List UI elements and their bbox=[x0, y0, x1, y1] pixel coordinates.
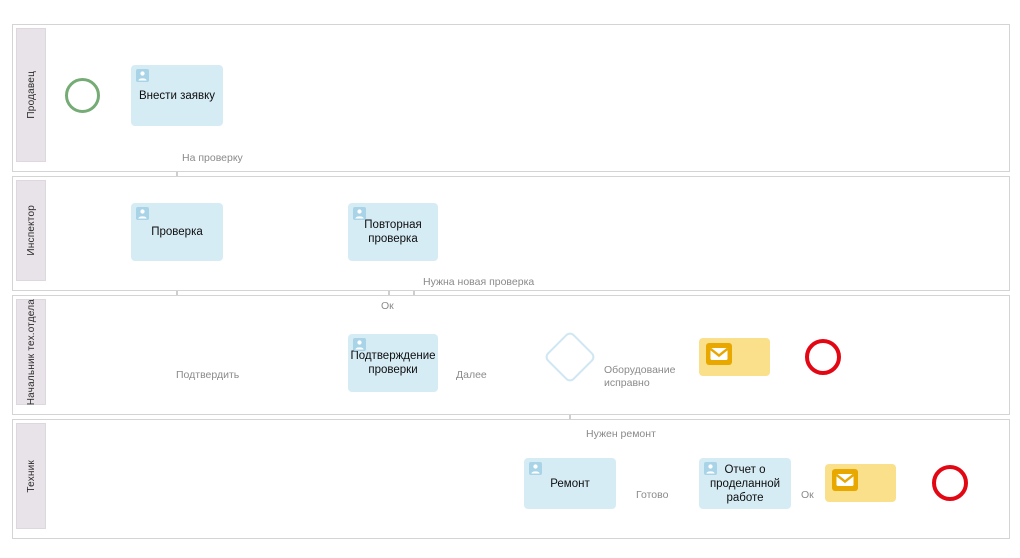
message-task-top[interactable] bbox=[699, 338, 770, 376]
user-icon bbox=[353, 207, 366, 220]
lane-label-tehnik: Техник bbox=[25, 459, 37, 493]
envelope-icon bbox=[706, 343, 732, 365]
edge-label-nuzhna-novaya-proverka: Нужна новая проверка bbox=[423, 276, 535, 288]
task-label: Ремонт bbox=[550, 477, 590, 490]
user-icon bbox=[136, 207, 149, 220]
user-icon bbox=[529, 462, 542, 475]
edge-label-na-proverku: На проверку bbox=[182, 152, 243, 164]
task-label: Проверка bbox=[151, 226, 203, 238]
task-proverka[interactable]: Проверка bbox=[131, 203, 223, 261]
task-podtverzhdenie-proverki[interactable]: Подтверждение проверки bbox=[348, 334, 438, 392]
end-event-top[interactable] bbox=[805, 339, 841, 375]
task-otchet-o-prodelannoj-rabote[interactable]: Отчет о проделанной работе bbox=[699, 458, 791, 509]
envelope-icon bbox=[832, 469, 858, 491]
edge-label-oborudovanie-ispravno: Оборудование исправно bbox=[604, 364, 676, 389]
edge-label-nuzhen-remont: Нужен ремонт bbox=[586, 428, 656, 440]
message-task-bottom[interactable] bbox=[825, 464, 896, 502]
user-icon bbox=[353, 338, 366, 351]
start-event[interactable] bbox=[65, 78, 100, 113]
lane-header-prodavec: Продавец bbox=[16, 28, 46, 162]
task-remont[interactable]: Ремонт bbox=[524, 458, 616, 509]
task-vnesti-zayavku[interactable]: Внести заявку bbox=[131, 65, 223, 126]
task-label: Подтверждение проверки bbox=[350, 350, 436, 376]
edge-label-gotovo: Готово bbox=[636, 489, 669, 501]
lane-header-tehnik: Техник bbox=[16, 423, 46, 529]
user-icon bbox=[136, 69, 149, 82]
user-icon bbox=[704, 462, 717, 475]
lane-header-nachalnik: Начальник тех.отдела bbox=[16, 299, 46, 405]
edge-label-ok-up: Ок bbox=[381, 300, 394, 312]
task-povtornaya-proverka[interactable]: Повторная проверка bbox=[348, 203, 438, 261]
task-label: Повторная проверка bbox=[364, 219, 422, 245]
lane-header-inspektor: Инспектор bbox=[16, 180, 46, 281]
task-label: Отчет о проделанной работе bbox=[709, 463, 781, 504]
lane-label-inspektor: Инспектор bbox=[25, 205, 37, 256]
edge-label-dalee: Далее bbox=[456, 369, 487, 381]
lane-nachalnik bbox=[12, 295, 1010, 415]
edge-label-podtverdit: Подтвердить bbox=[176, 369, 240, 381]
lane-label-prodavec: Продавец bbox=[25, 71, 37, 119]
task-label: Внести заявку bbox=[139, 89, 215, 102]
edge-label-ok-bottom: Ок bbox=[801, 489, 814, 501]
end-event-bottom[interactable] bbox=[932, 465, 968, 501]
lane-label-nachalnik: Начальник тех.отдела bbox=[25, 298, 37, 406]
